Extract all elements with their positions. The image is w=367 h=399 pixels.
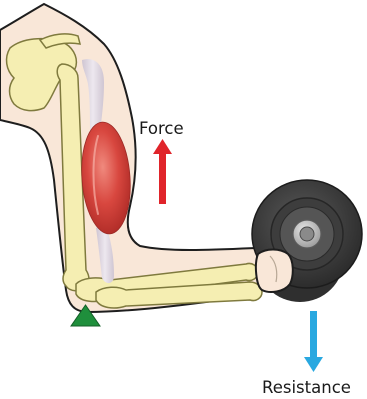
- hand-fist: [256, 250, 293, 293]
- resistance-label: Resistance: [262, 380, 351, 397]
- force-arrow-icon: [153, 139, 172, 204]
- force-label: Force: [139, 121, 184, 138]
- resistance-arrow-icon: [304, 311, 323, 372]
